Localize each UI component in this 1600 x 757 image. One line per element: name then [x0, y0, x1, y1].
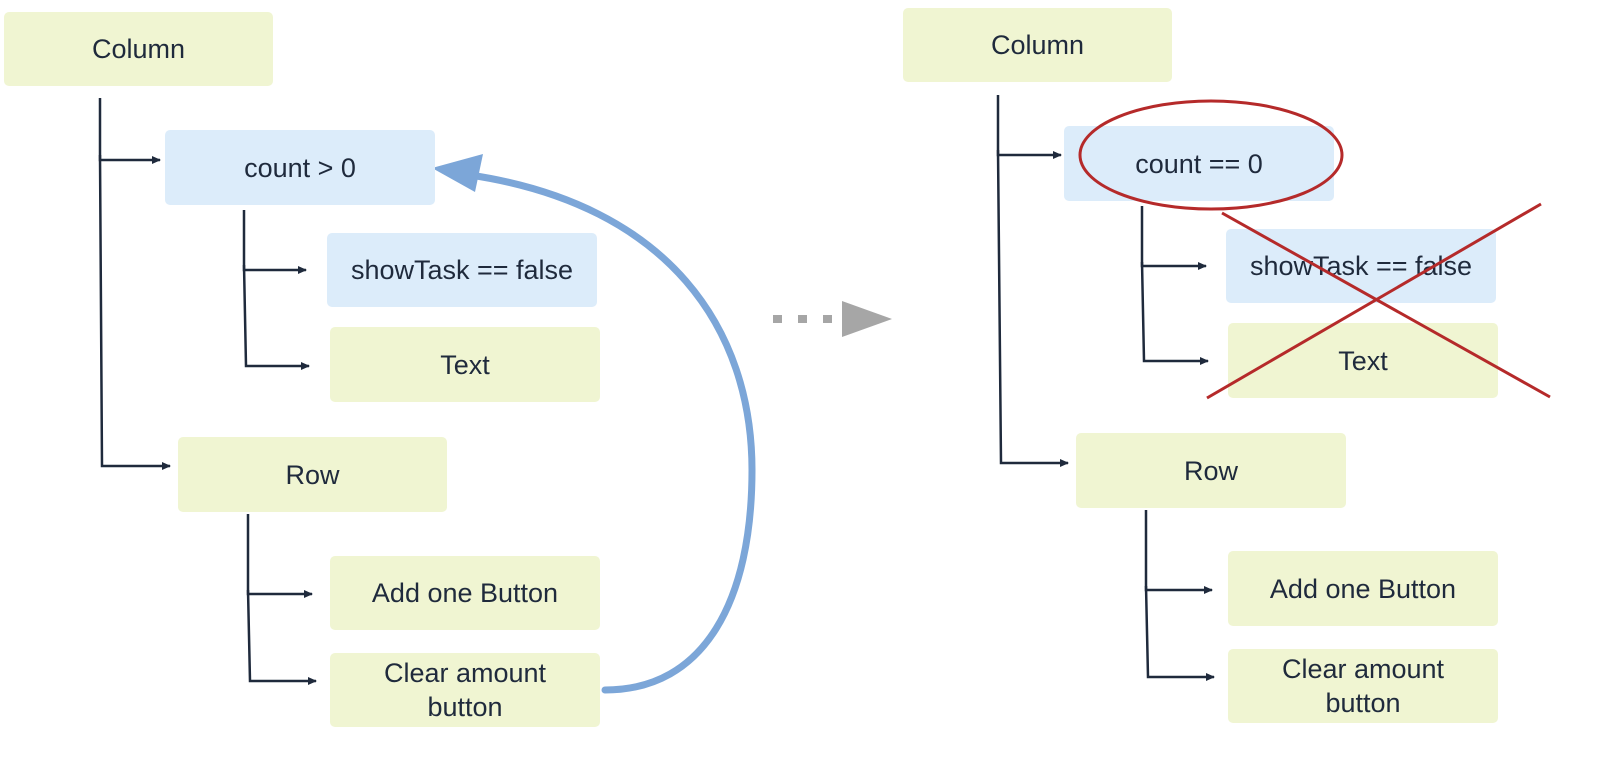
add-button-node-after: Add one Button [1228, 551, 1498, 626]
connector-column-to-row-right [996, 149, 1069, 467]
add-button-node-before: Add one Button [330, 556, 600, 630]
condition-node-after: count == 0 [1064, 126, 1334, 201]
transition-arrow [773, 301, 892, 337]
connector-condition-to-showtask-right [1140, 206, 1207, 270]
connector-condition-to-text-right [1140, 261, 1209, 365]
column-node-after: Column [903, 8, 1172, 82]
connector-column-to-condition-right [996, 95, 1062, 159]
row-node-before: Row [178, 437, 447, 512]
clear-button-node-before: Clear amount button [330, 653, 600, 727]
condition-node-before: count > 0 [165, 130, 435, 205]
row-node-after: Row [1076, 433, 1346, 508]
left-tree-connectors [98, 98, 317, 685]
connector-condition-to-showtask [242, 210, 307, 274]
text-node-after: Text [1228, 323, 1498, 398]
connector-row-to-clear [246, 589, 317, 685]
connector-row-to-clear-right [1144, 585, 1215, 681]
connector-row-to-add-right [1144, 510, 1213, 594]
recompose-arrow-head [432, 154, 483, 192]
text-node-before: Text [330, 327, 600, 402]
showtask-node-before: showTask == false [327, 233, 597, 307]
connector-column-to-row [98, 154, 171, 470]
connector-condition-to-text [242, 264, 310, 370]
recompose-arrow-curve [466, 171, 756, 694]
connector-column-to-condition [98, 98, 161, 164]
connector-row-to-add [246, 514, 313, 598]
right-tree-connectors [996, 95, 1215, 681]
column-node-before: Column [4, 12, 273, 86]
clear-button-node-after: Clear amount button [1228, 649, 1498, 723]
recompose-arrow [432, 154, 756, 694]
showtask-node-after: showTask == false [1226, 229, 1496, 303]
